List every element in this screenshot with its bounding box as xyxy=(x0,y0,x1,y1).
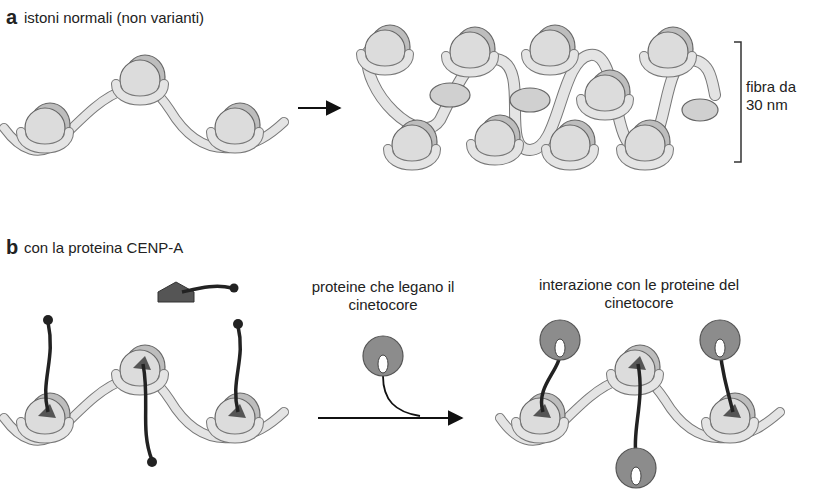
30nm-fiber xyxy=(361,25,718,166)
panel-title: con la proteina CENP-A xyxy=(24,239,324,257)
process-arrow xyxy=(318,417,462,419)
chromatin-fiber xyxy=(4,55,284,151)
arrow-label: proteine che legano il cinetocore xyxy=(305,278,461,314)
process-arrow xyxy=(298,107,340,109)
panel-letter: a xyxy=(6,6,26,28)
cenp-a-icon xyxy=(158,282,239,302)
panel-letter: b xyxy=(6,236,26,258)
dimension-bracket xyxy=(734,42,741,162)
panel-title: istoni normali (non varianti) xyxy=(24,9,324,27)
kinetochore-protein xyxy=(363,336,403,376)
result-label: interazione con le proteine del cinetoco… xyxy=(530,276,748,312)
dimension-label: fibra da 30 nm xyxy=(746,78,812,114)
kinetochore-chromatin xyxy=(500,320,780,488)
joining-line xyxy=(383,376,420,416)
cenp-a-chromatin xyxy=(4,315,284,467)
